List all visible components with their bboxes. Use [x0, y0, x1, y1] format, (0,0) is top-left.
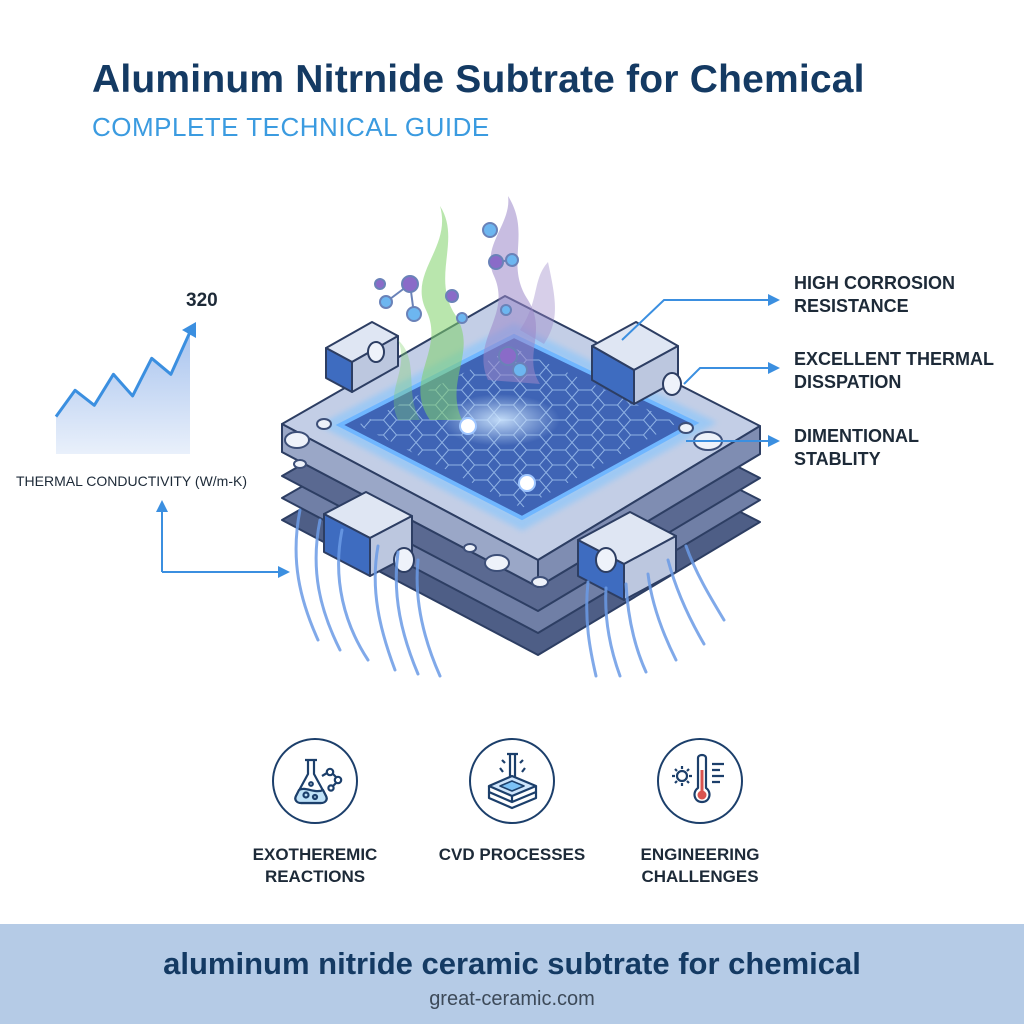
- chart-value-label: 320: [186, 290, 218, 311]
- port-block-bottom-right: [577, 511, 677, 601]
- cvd-deposition-icon: [469, 738, 555, 824]
- callout-corrosion-resistance: HIGH CORROSION RESISTANCE: [794, 272, 955, 318]
- feature-label: CVD PROCESSES: [432, 844, 592, 866]
- feature-label-line: CHALLENGES: [641, 867, 759, 886]
- callout-connectors: [621, 294, 780, 447]
- chart-area: [56, 332, 190, 454]
- page-subtitle: COMPLETE TECHNICAL GUIDE: [92, 112, 490, 142]
- chart-trend-line: [54, 331, 192, 418]
- port-block-top-right: [591, 321, 682, 405]
- feature-engineering-challenges: ENGINEERING CHALLENGES: [620, 738, 780, 888]
- cooling-tubes: [294, 508, 726, 678]
- thermal-conductivity-chart: [54, 322, 196, 454]
- feature-label: EXOTHEREMIC REACTIONS: [235, 844, 395, 888]
- feature-label-line: REACTIONS: [264, 867, 366, 886]
- callout-line: EXCELLENT THERMAL: [794, 349, 994, 369]
- feature-label-line: CVD PROCESSES: [438, 845, 586, 864]
- chart-arrow-head: [182, 322, 196, 338]
- port-blocks: [323, 321, 682, 601]
- callout-thermal-dissipation: EXCELLENT THERMAL DISSPATION: [794, 348, 994, 394]
- flask-icon: [272, 738, 358, 824]
- callout-line: STABLITY: [794, 449, 881, 469]
- page-title: Aluminum Nitrnide Subtrate for Chemical: [92, 58, 865, 101]
- feature-label-line: EXOTHEREMIC: [252, 845, 378, 864]
- callout-dimensional-stability: DIMENTIONAL STABLITY: [794, 425, 919, 471]
- feature-exothermic-reactions: EXOTHEREMIC REACTIONS: [235, 738, 395, 888]
- chart-axis-label: THERMAL CONDUCTIVITY (W/m-K): [16, 473, 247, 489]
- footer-title: aluminum nitride ceramic subtrate for ch…: [163, 946, 861, 981]
- feature-label: ENGINEERING CHALLENGES: [620, 844, 780, 888]
- feature-label-line: ENGINEERING: [640, 845, 760, 864]
- port-block-top-left: [325, 321, 399, 393]
- footer-banner: aluminum nitride ceramic subtrate for ch…: [0, 924, 1024, 1024]
- callout-line: HIGH CORROSION: [794, 273, 956, 293]
- callout-line: RESISTANCE: [794, 296, 909, 316]
- reactive-gas-plume: [393, 196, 555, 420]
- callout-line: DISSPATION: [794, 372, 902, 392]
- molecules: [374, 222, 528, 378]
- callout-line: DIMENTIONAL: [794, 426, 919, 446]
- chart-connector: [156, 500, 290, 578]
- feature-cvd-processes: CVD PROCESSES: [432, 738, 592, 866]
- footer-url[interactable]: great-ceramic.com: [429, 988, 595, 1010]
- port-block-bottom-left: [323, 491, 415, 577]
- thermometer-gear-icon: [657, 738, 743, 824]
